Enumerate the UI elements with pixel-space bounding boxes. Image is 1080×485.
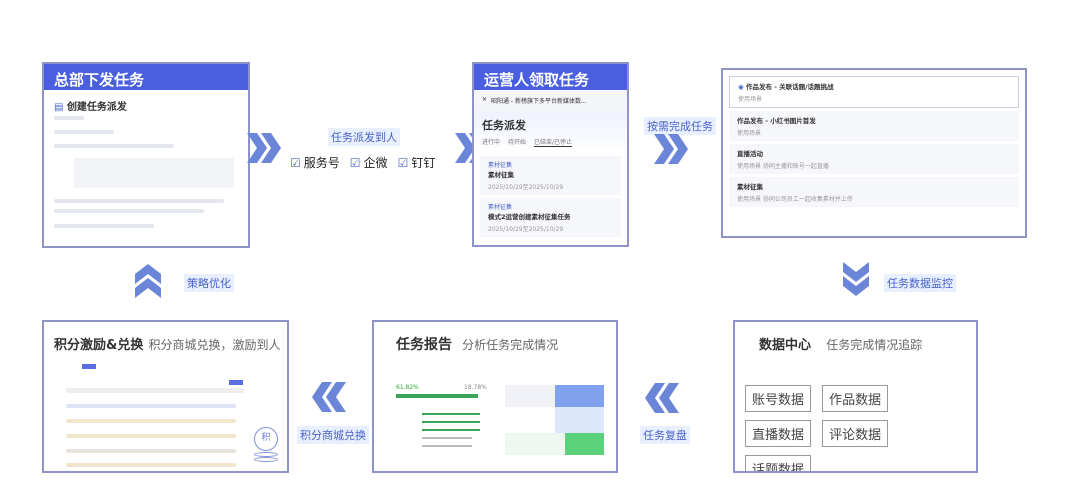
form-icon: ▤: [54, 102, 67, 113]
channel-service-account: ☑服务号: [290, 156, 340, 170]
checkbox-icon: ☑: [349, 156, 361, 170]
radio-selected-icon: ◉: [738, 83, 746, 91]
mall-label: 积分商城兑换: [297, 426, 369, 444]
comment-data-button[interactable]: 评论数据: [822, 420, 889, 447]
create-task-form-title: ▤ 创建任务派发: [54, 102, 127, 113]
tab-ended[interactable]: 已结束/已停止: [534, 139, 573, 147]
channel-dingtalk: ☑钉钉: [397, 156, 436, 170]
report-subtitle: 分析任务完成情况: [462, 338, 559, 352]
chevron-down-icon: [843, 262, 869, 298]
monitor-label: 任务数据监控: [884, 274, 956, 292]
review-label: 任务复盘: [640, 426, 690, 444]
secondary-rate: 18.78%: [464, 384, 487, 391]
topic-data-button[interactable]: 话题数据: [745, 455, 812, 471]
checkbox-icon: ☑: [397, 156, 409, 170]
tab-upcoming[interactable]: 待开始: [508, 139, 527, 146]
chevron-right-icon: [247, 133, 283, 163]
account-data-button[interactable]: 账号数据: [745, 385, 812, 412]
dispatch-label: 任务派发到人: [328, 128, 400, 146]
checkbox-icon: ☑: [290, 156, 301, 170]
operator-title: 运营人领取任务: [474, 64, 627, 90]
chevron-up-icon: [135, 262, 161, 298]
data-center-title: 数据中心: [759, 338, 812, 353]
chevron-left-icon: [643, 383, 679, 413]
tab-in-progress[interactable]: 进行中: [482, 139, 501, 146]
close-icon[interactable]: ✕: [482, 96, 488, 103]
hq-panel: 总部下发任务 ▤ 创建任务派发: [42, 62, 250, 248]
report-panel: 任务报告 分析任务完成情况 61.82% 18.78%: [372, 320, 618, 473]
task-type-item[interactable]: 素材征集使用场景 协同公司员工一起收集素材并上传: [729, 177, 1019, 207]
channel-wecom: ☑企微: [349, 156, 388, 170]
data-center-subtitle: 任务完成情况追踪: [826, 338, 923, 352]
chevron-left-icon: [310, 382, 346, 412]
works-data-button[interactable]: 作品数据: [822, 385, 889, 412]
points-title: 积分激励&兑换: [54, 338, 144, 353]
task-type-item[interactable]: 作品发布 - 小红书图片首发使用场景: [729, 111, 1019, 141]
task-type-item[interactable]: ◉ 作品发布 - 关联话题/话题挑战使用场景: [729, 76, 1019, 108]
data-center-panel: 数据中心 任务完成情况追踪 账号数据 作品数据 直播数据 评论数据 话题数据: [733, 320, 978, 473]
hq-title: 总部下发任务: [44, 64, 248, 90]
progress-bar: [396, 394, 478, 398]
optimize-label: 策略优化: [184, 274, 234, 292]
live-data-button[interactable]: 直播数据: [745, 420, 812, 447]
points-subtitle: 积分商城兑换，激励到人: [148, 338, 281, 352]
completion-rate: 61.82%: [396, 384, 419, 391]
funnel-bottom: [565, 433, 604, 455]
points-panel: 积分激励&兑换 积分商城兑换，激励到人 积: [42, 320, 289, 473]
complete-label: 按需完成任务: [644, 117, 716, 135]
operator-panel: 运营人领取任务 ✕昭阳通 - 新榜旗下多平台新媒体数... 任务派发 进行中 待…: [472, 62, 629, 247]
page-title: 任务派发: [482, 119, 526, 132]
task-type-item[interactable]: 直播活动使用场景 协同主播和账号一起直播: [729, 144, 1019, 174]
task-types-panel: ◉ 作品发布 - 关联话题/话题挑战使用场景 作品发布 - 小红书图片首发使用场…: [721, 68, 1027, 238]
coins-icon: 积: [254, 427, 280, 467]
report-title: 任务报告: [396, 337, 452, 353]
chevron-right-icon: [654, 134, 690, 164]
dispatch-channels: ☑服务号 ☑企微 ☑钉钉: [290, 154, 445, 171]
funnel-top: [555, 385, 604, 407]
